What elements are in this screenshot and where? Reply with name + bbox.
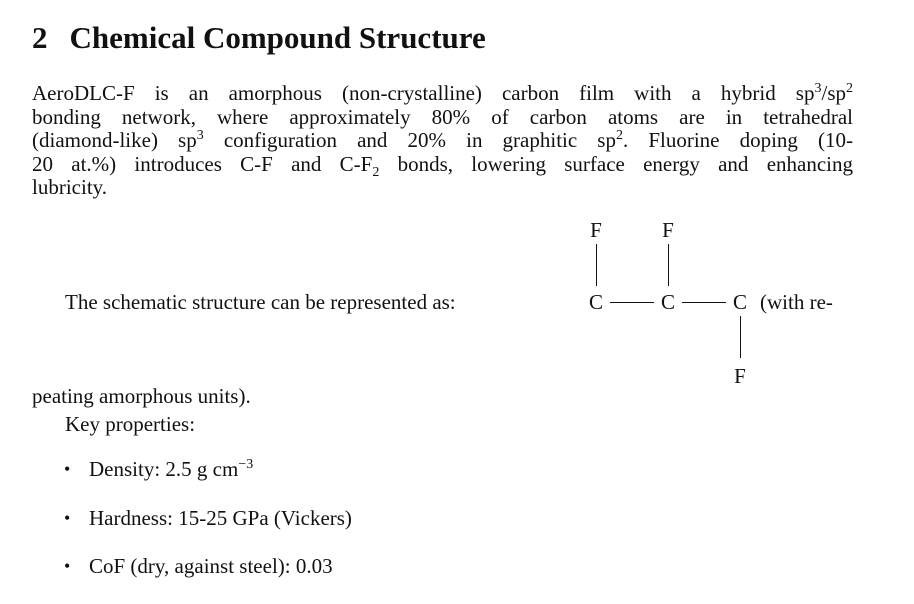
bullet-icon: • (64, 556, 71, 576)
paragraph-line: lubricity. (32, 175, 853, 199)
atom-f-bottom: F (734, 364, 746, 388)
bullet-icon: • (64, 508, 71, 528)
section-title: Chemical Compound Structure (69, 20, 486, 55)
bullet-icon: • (64, 459, 71, 479)
bond-c1-c2 (610, 302, 654, 303)
paragraph-text: 2 (846, 81, 853, 96)
paragraph-text: configuration and 20% in graphitic sp (203, 128, 616, 152)
property-unit-exponent: −3 (238, 457, 254, 472)
property-label: Hardness: (89, 506, 173, 530)
bond-c3-f (740, 316, 741, 358)
atom-c-2: C (660, 290, 675, 314)
paragraph-text: (diamond-like) sp (32, 128, 197, 152)
bond-c2-f (668, 244, 669, 286)
structure-continuation-text: peating amorphous units). (32, 384, 251, 408)
paragraph-text: /sp (821, 81, 846, 105)
paragraph-line: (diamond-like) sp3 configuration and 20%… (32, 128, 853, 152)
bond-c2-c3 (682, 302, 726, 303)
paragraph-text: 20 at.%) introduces C-F and C-F (32, 152, 373, 176)
paragraph-text: bonds, lowering surface energy and enhan… (379, 152, 853, 176)
paragraph-text: AeroDLC-F is an amorphous (non-crystalli… (32, 81, 815, 105)
key-properties-label: Key properties: (65, 412, 196, 436)
atom-c-3: C (732, 290, 747, 314)
atom-f-top-2: F (662, 218, 674, 242)
paragraph-line: 20 at.%) introduces C-F and C-F2 bonds, … (32, 152, 853, 180)
paragraph-line: AeroDLC-F is an amorphous (non-crystalli… (32, 81, 853, 105)
property-value: 15-25 GPa (Vickers) (178, 506, 352, 530)
paragraph-text: bonding network, where approximately 80%… (32, 105, 853, 129)
paragraph-text: 2 (372, 165, 380, 181)
section-heading: 2 Chemical Compound Structure (32, 18, 486, 58)
atom-f-top-1: F (590, 218, 602, 242)
structure-intro-text: The schematic structure can be represent… (65, 290, 456, 314)
bond-c1-f (596, 244, 597, 286)
paragraph-text: 3 (814, 81, 822, 96)
structure-trailing-text: (with re- (760, 290, 833, 314)
paragraph-text: lubricity. (32, 175, 108, 199)
paragraph-text: 3 (196, 128, 204, 143)
property-label: Density: (89, 457, 161, 481)
paragraph-text: . Fluorine doping (10- (622, 128, 854, 152)
atom-c-1: C (588, 290, 603, 314)
property-value: 2.5 g cm (165, 457, 239, 481)
section-number: 2 (32, 20, 48, 55)
paragraph-line: bonding network, where approximately 80%… (32, 105, 853, 129)
property-value: 0.03 (295, 554, 333, 578)
paragraph-text: 2 (615, 128, 623, 143)
property-label: CoF (dry, against steel): (89, 554, 291, 578)
